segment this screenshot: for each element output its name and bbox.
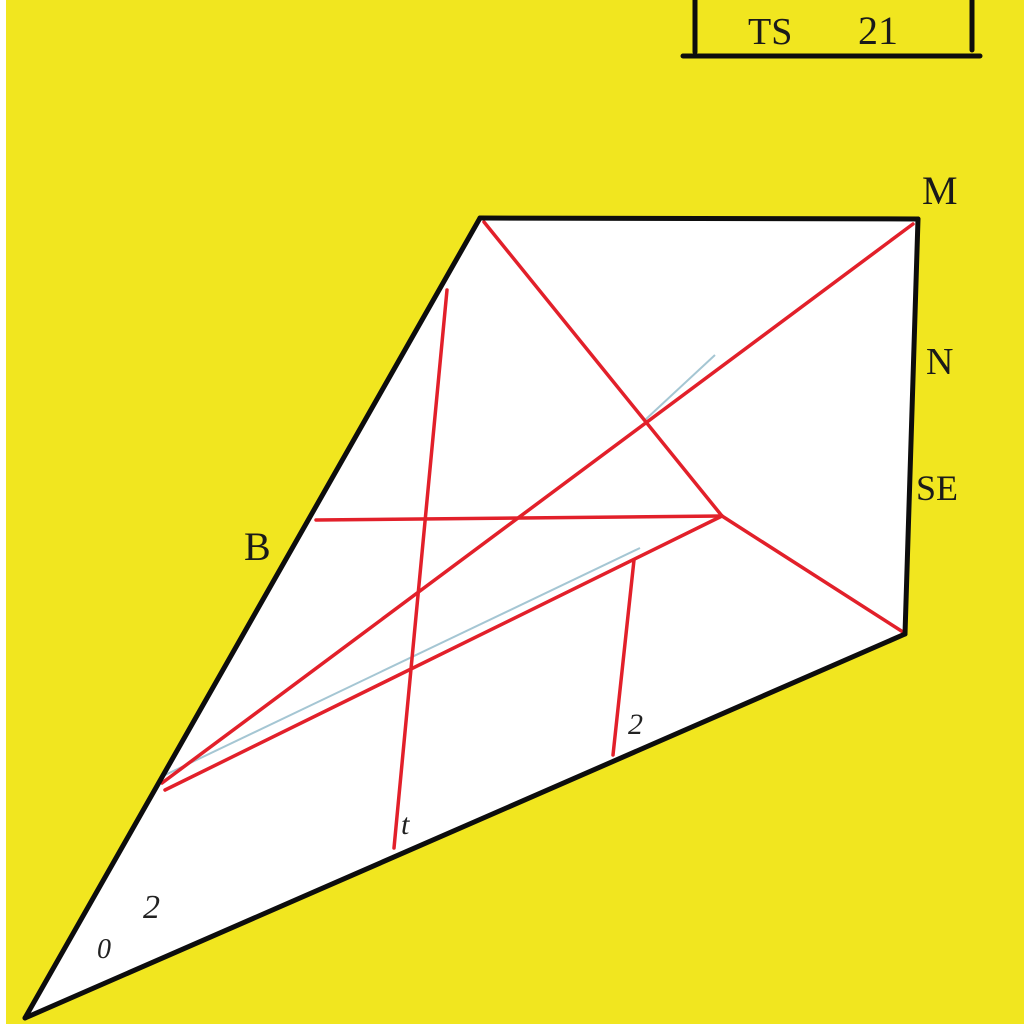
edge-left <box>22 215 483 1021</box>
scribble-2: t <box>401 808 410 841</box>
red-horizontal <box>314 514 724 522</box>
label-right-upper: N <box>926 341 953 383</box>
paper-edge <box>0 0 6 1024</box>
scribble-4: 0 <box>97 934 111 965</box>
red-diagonal-lower <box>163 514 724 792</box>
header-left-text: TS <box>748 11 792 53</box>
edge-right <box>902 216 921 637</box>
red-line-center-to-corner <box>720 514 905 634</box>
label-right-lower: SE <box>916 468 958 508</box>
header-box: TS 21 <box>680 0 983 59</box>
construction-lines <box>160 220 915 850</box>
scribble-3: 2 <box>143 889 160 926</box>
edge-bottom <box>22 631 908 1021</box>
edge-top <box>477 215 921 222</box>
ghost-line-1 <box>164 547 641 776</box>
label-top-right: M <box>922 168 958 213</box>
quadrilateral-outline <box>22 215 921 1021</box>
label-left: B <box>244 524 271 569</box>
ghost-line-2 <box>644 354 716 421</box>
red-vertical-left <box>392 288 449 850</box>
red-diagonal-main <box>160 222 915 785</box>
header-right-text: 21 <box>858 8 898 53</box>
quadrilateral-fill <box>25 218 918 1018</box>
red-line-top-to-center <box>482 220 724 518</box>
red-vertical-right <box>611 558 636 757</box>
scribble-1: 2 <box>628 708 643 741</box>
